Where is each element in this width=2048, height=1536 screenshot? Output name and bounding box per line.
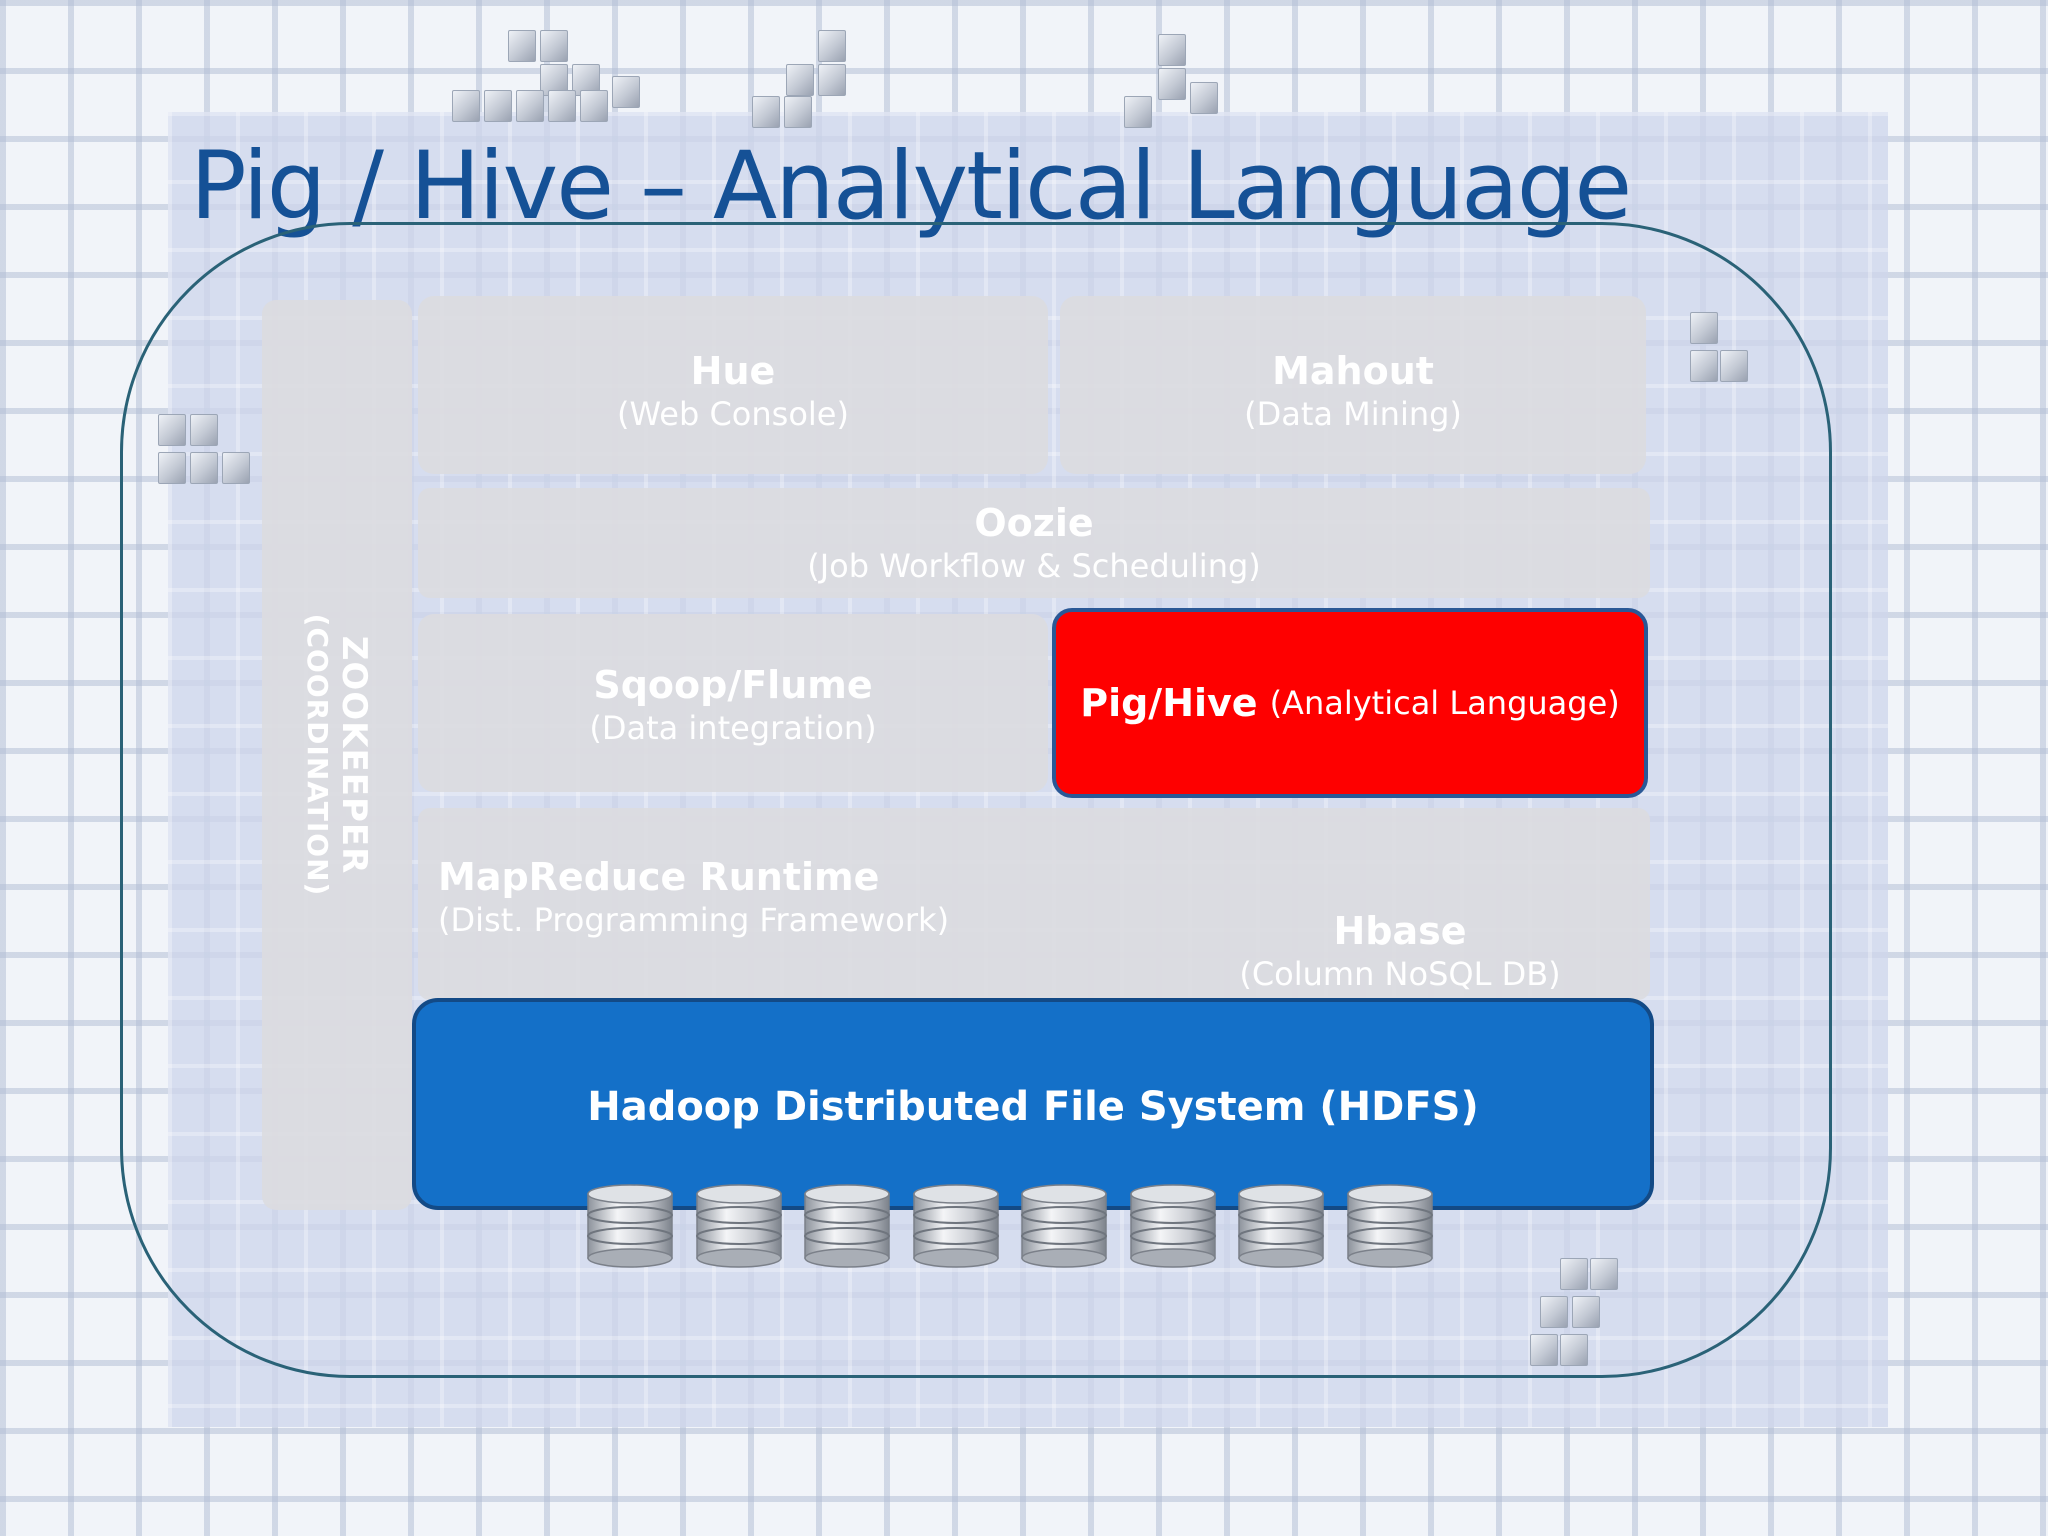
- hbase-desc: (Column NoSQL DB): [1239, 955, 1561, 993]
- hdfs-name: Hadoop Distributed File System (HDFS): [587, 1084, 1479, 1130]
- database-disk-icon: [1129, 1184, 1217, 1268]
- mahout-name: Mahout: [1272, 349, 1434, 393]
- sqoop-flume-name: Sqoop/Flume: [593, 663, 873, 707]
- mahout-block: Mahout (Data Mining): [1060, 296, 1646, 474]
- hue-block: Hue (Web Console): [418, 296, 1048, 474]
- hbase-label: Hbase (Column NoSQL DB): [1190, 908, 1610, 994]
- pig-hive-desc: (Analytical Language): [1269, 684, 1620, 722]
- database-disk-icon: [1346, 1184, 1434, 1268]
- hue-name: Hue: [690, 349, 776, 393]
- mapreduce-hbase-block: MapReduce Runtime (Dist. Programming Fra…: [418, 808, 1650, 1000]
- sqoop-flume-desc: (Data integration): [589, 709, 877, 747]
- database-disk-icon: [1020, 1184, 1108, 1268]
- diagram-outline: [120, 222, 1832, 1378]
- oozie-desc: (Job Workflow & Scheduling): [807, 547, 1261, 585]
- pig-hive-name: Pig/Hive: [1080, 681, 1258, 725]
- mapreduce-desc: (Dist. Programming Framework): [438, 901, 950, 939]
- database-disk-icon: [586, 1184, 674, 1268]
- zookeeper-block: ZOOKEEPER (COORDINATION): [262, 300, 412, 1210]
- hue-desc: (Web Console): [617, 395, 849, 433]
- mapreduce-name: MapReduce Runtime: [438, 855, 880, 899]
- zookeeper-desc: (COORDINATION): [301, 613, 334, 897]
- mapreduce-label: MapReduce Runtime (Dist. Programming Fra…: [438, 854, 949, 940]
- database-disk-icon: [1237, 1184, 1325, 1268]
- database-disk-icon: [695, 1184, 783, 1268]
- hbase-name: Hbase: [1333, 909, 1467, 953]
- database-disk-icon: [912, 1184, 1000, 1268]
- sqoop-flume-block: Sqoop/Flume (Data integration): [418, 614, 1048, 792]
- mahout-desc: (Data Mining): [1244, 395, 1462, 433]
- hdfs-block: Hadoop Distributed File System (HDFS): [412, 998, 1654, 1210]
- zookeeper-name: ZOOKEEPER: [334, 635, 374, 875]
- database-disk-icon: [803, 1184, 891, 1268]
- oozie-block: Oozie (Job Workflow & Scheduling): [418, 488, 1650, 598]
- pig-hive-block: Pig/Hive (Analytical Language): [1052, 608, 1648, 798]
- oozie-name: Oozie: [974, 501, 1094, 545]
